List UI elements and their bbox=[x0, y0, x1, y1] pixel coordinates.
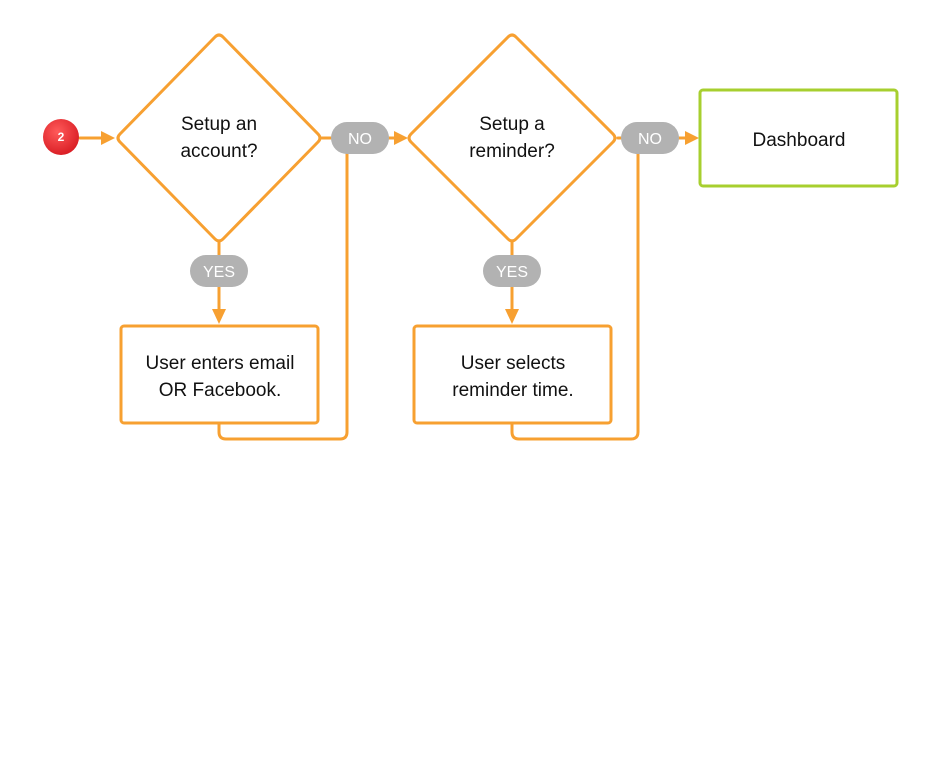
step-badge: 2 bbox=[43, 119, 79, 155]
connector-email-return bbox=[217, 152, 349, 441]
arrowhead-account-yes bbox=[212, 309, 226, 324]
label-yes-reminder: YES bbox=[483, 255, 541, 287]
connector-reminder-return bbox=[510, 152, 640, 441]
terminal-dashboard-label: Dashboard bbox=[753, 130, 846, 151]
decision-setup-reminder: Setup a reminder? bbox=[407, 33, 617, 243]
decision-setup-account: Setup an account? bbox=[116, 33, 322, 243]
process-user-selects-reminder: User selects reminder time. bbox=[412, 324, 613, 425]
arrowheads bbox=[101, 131, 699, 324]
decision-reminder-line2: reminder? bbox=[469, 141, 555, 162]
label-yes-account-text: YES bbox=[203, 264, 235, 281]
label-no-reminder: NO bbox=[621, 122, 679, 154]
arrowhead-account-no bbox=[394, 131, 408, 145]
decision-account-line2: account? bbox=[180, 141, 257, 162]
decision-account-line1: Setup an bbox=[181, 114, 257, 135]
label-no-reminder-text: NO bbox=[638, 131, 662, 148]
process-reminder-line1: User selects bbox=[461, 353, 566, 374]
step-badge-number: 2 bbox=[58, 130, 65, 144]
label-no-account-text: NO bbox=[348, 131, 372, 148]
label-no-account: NO bbox=[331, 122, 389, 154]
arrowhead-reminder-no bbox=[685, 131, 699, 145]
terminal-dashboard: Dashboard bbox=[698, 88, 899, 188]
arrowhead-start bbox=[101, 131, 115, 145]
label-yes-reminder-text: YES bbox=[496, 264, 528, 281]
label-yes-account: YES bbox=[190, 255, 248, 287]
arrowhead-reminder-yes bbox=[505, 309, 519, 324]
process-email-line2: OR Facebook. bbox=[159, 380, 282, 401]
decision-reminder-line1: Setup a bbox=[479, 114, 545, 135]
process-reminder-line2: reminder time. bbox=[452, 380, 573, 401]
process-user-enters-email: User enters email OR Facebook. bbox=[119, 324, 320, 425]
process-email-line1: User enters email bbox=[146, 353, 295, 374]
